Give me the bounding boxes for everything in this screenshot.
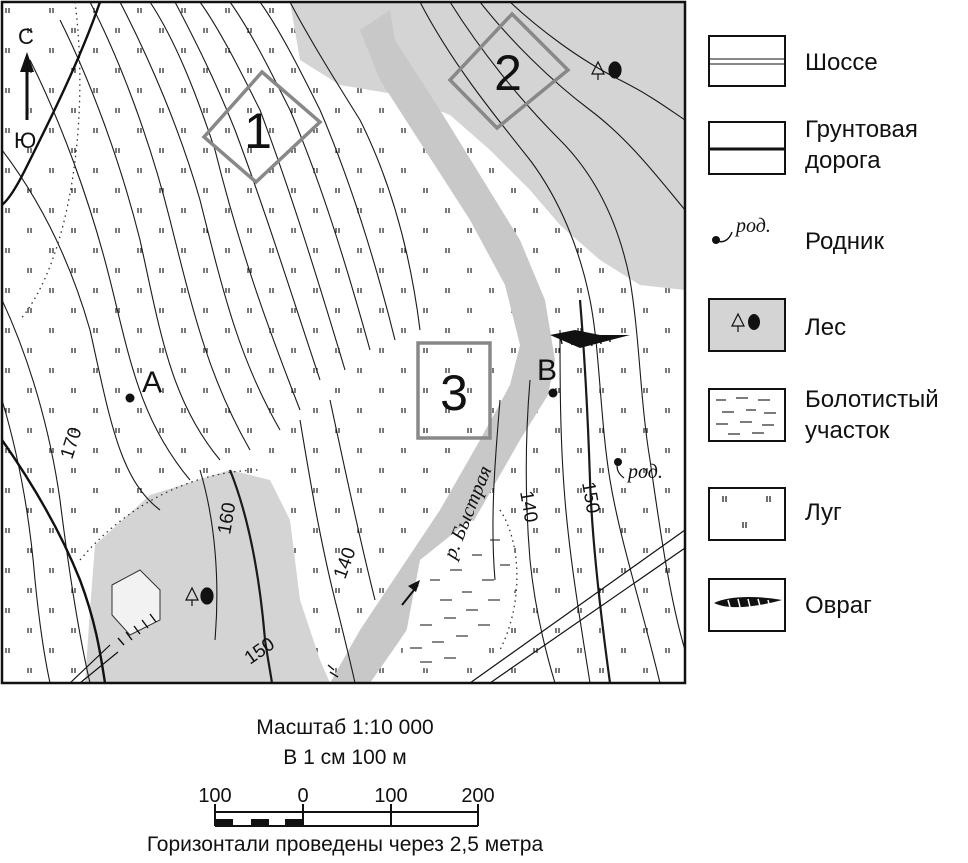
svg-text:3: 3 [440, 365, 468, 421]
scale-tick-left: 100 [198, 785, 231, 807]
map-border [0, 0, 687, 685]
north-arrow-icon: С Ю [14, 24, 36, 153]
scale-tick-100: 100 [374, 785, 407, 807]
legend-label-dirt-road-line1: Грунтовая [805, 116, 918, 143]
legend-dirt-road-icon [708, 121, 786, 175]
legend-label-forest: Лес [805, 314, 847, 341]
highway [69, 529, 685, 683]
scale-subtitle: В 1 см 100 м [283, 746, 407, 769]
spring-label: род. [626, 461, 663, 483]
ravine [117, 330, 630, 678]
legend-label-swamp-line2: участок [805, 417, 890, 444]
legend-ravine-icon [708, 578, 786, 632]
svg-text:1: 1 [244, 103, 272, 159]
legend-label-dirt-road-line2: дорога [805, 147, 881, 174]
forest-clearing [111, 569, 161, 636]
legend-meadow-icon [708, 487, 786, 541]
legend-forest-icon [708, 298, 786, 352]
svg-text:А: А [142, 366, 162, 399]
area-box-3[interactable]: 3 [416, 341, 492, 440]
river-flow-arrow-icon [401, 580, 420, 606]
scale-title: Масштаб 1:10 000 [256, 716, 434, 739]
area-box-1[interactable]: 1 [201, 69, 323, 185]
legend-spring-icon: род. [712, 215, 771, 244]
svg-text:Ю: Ю [14, 128, 36, 153]
forest-boundary [19, 2, 518, 651]
area-box-2[interactable]: 2 [447, 11, 571, 131]
legend-highway-icon [708, 35, 786, 87]
legend-swamp-icon [708, 388, 786, 442]
legend: род. [708, 35, 786, 632]
svg-text:род.: род. [734, 215, 771, 237]
legend-label-swamp-line1: Болотистый [805, 386, 939, 413]
legend-label-meadow: Луг [805, 499, 842, 526]
legend-label-ravine: Овраг [805, 592, 872, 619]
point-a[interactable]: А [125, 366, 163, 403]
swamp-area [400, 520, 520, 670]
contour-interval-note: Горизонтали проведены через 2,5 метра [146, 833, 544, 856]
legend-label-highway: Шоссе [805, 49, 878, 76]
scale-bar: 100 0 100 200 [198, 785, 495, 827]
contour-lines-east [419, 2, 685, 683]
dirt-road [2, 2, 107, 683]
contour-lines [2, 2, 421, 683]
svg-text:В: В [537, 354, 557, 387]
scale-tick-200: 200 [461, 785, 494, 807]
spring-icon [614, 458, 625, 479]
svg-text:С: С [18, 24, 34, 49]
legend-label-spring: Родник [805, 228, 884, 255]
scale-tick-zero: 0 [297, 785, 308, 807]
point-b[interactable]: В [537, 354, 558, 398]
svg-text:2: 2 [494, 45, 522, 101]
forest-symbol-icon [185, 60, 622, 606]
